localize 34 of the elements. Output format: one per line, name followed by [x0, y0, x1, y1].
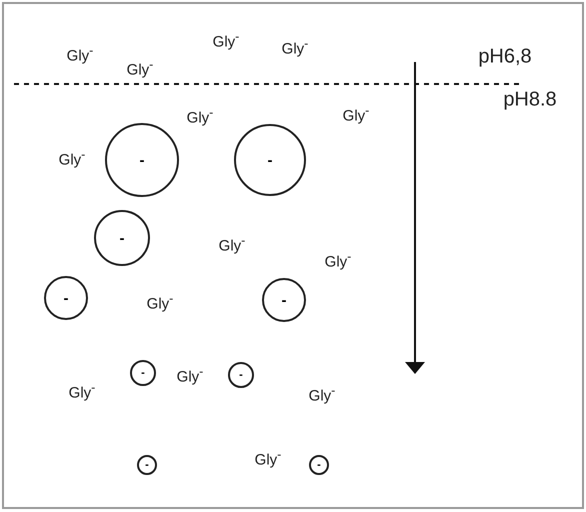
- ion-label: Gly$^{-}$: [146, 292, 174, 312]
- ion-label: Gly$^{-}$: [186, 106, 214, 126]
- charge-sign: -: [64, 290, 68, 306]
- ion-label: Gly$^{-}$: [212, 30, 240, 50]
- charge-sign: -: [282, 292, 286, 308]
- ion-circle: [234, 124, 306, 196]
- ion-circle: [309, 455, 329, 475]
- ion-label: Gly$^{-}$: [66, 44, 94, 64]
- ion-circle: [130, 360, 156, 386]
- ion-label: Gly$^{-}$: [308, 384, 336, 404]
- ion-label: Gly$^{-}$: [282, 36, 308, 58]
- ion-label: Gly$^{-}$: [218, 234, 246, 254]
- charge-sign: -: [145, 460, 149, 470]
- ion-label: Gly$^{-}$: [58, 148, 86, 168]
- ion-label: Gly$^{-}$: [126, 58, 154, 78]
- ion-label: Gly$^{-}$: [176, 364, 204, 386]
- ion-circle: [105, 123, 179, 197]
- ion-circle: [44, 276, 88, 320]
- ph-label: pH6,8: [478, 46, 532, 68]
- charge-sign: -: [140, 152, 144, 168]
- charge-sign: -: [120, 230, 124, 246]
- ion-label: Gly$^{-}$: [324, 250, 352, 270]
- ion-circle: [94, 210, 150, 266]
- ion-circle: [262, 278, 306, 322]
- charge-sign: -: [268, 152, 272, 168]
- ion-label: Gly$^{-}$: [254, 448, 282, 468]
- ion-label: Gly$^{-}$: [342, 104, 370, 124]
- charge-sign: -: [317, 460, 321, 470]
- charge-sign: -: [141, 368, 145, 378]
- ion-circle: [228, 362, 254, 388]
- charge-sign: -: [239, 370, 243, 380]
- ion-label: Gly$^{-}$: [68, 380, 96, 402]
- ph-label: pH8.8: [503, 88, 557, 112]
- ion-circle: [137, 455, 157, 475]
